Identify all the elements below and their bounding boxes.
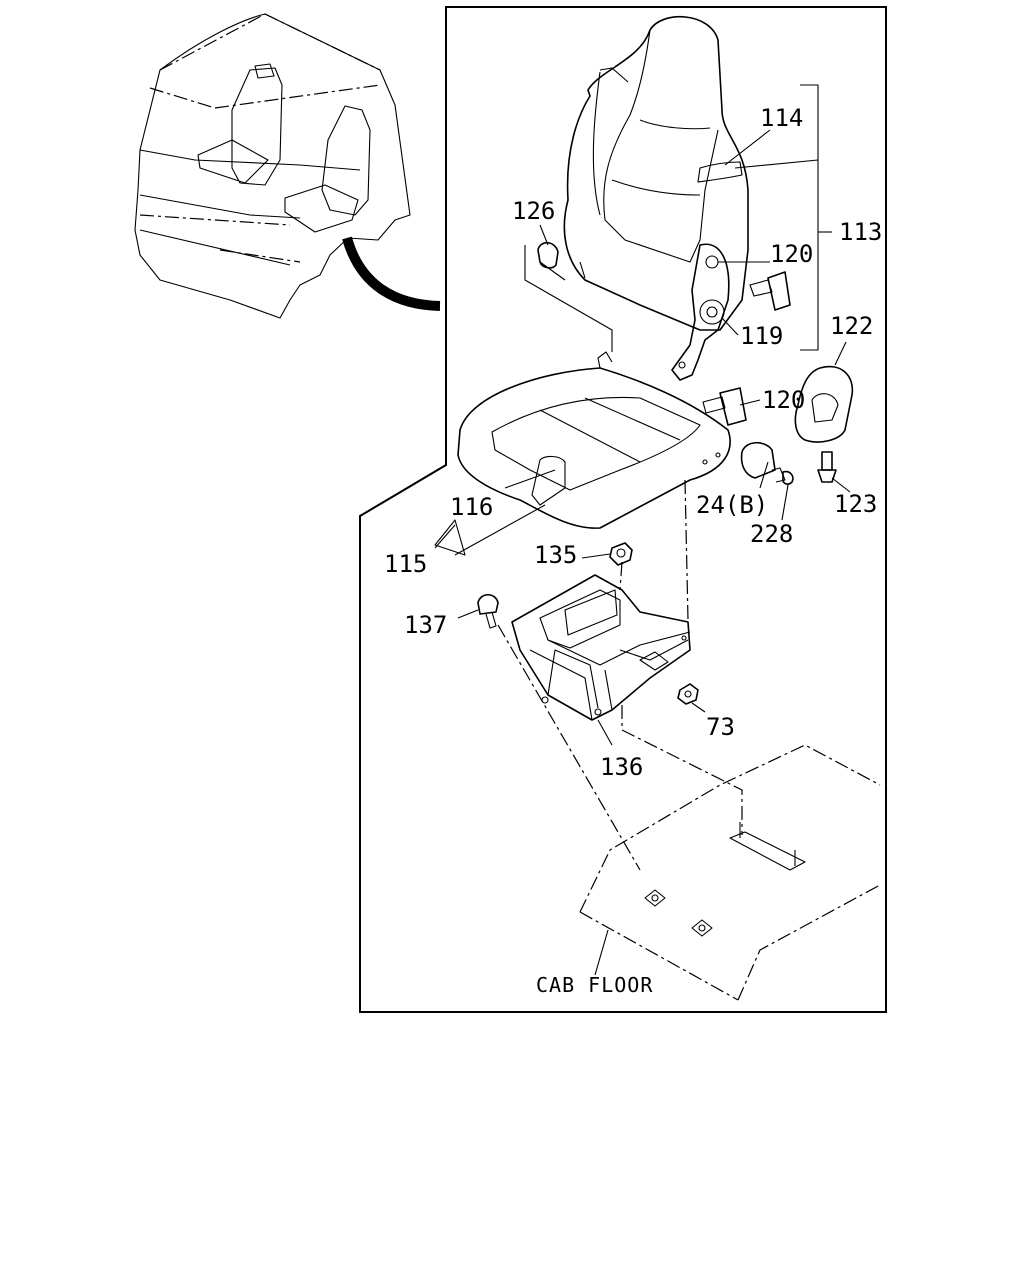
- label-136: 136: [600, 753, 643, 781]
- label-cab-floor: CAB FLOOR: [536, 973, 653, 997]
- bolts-120: [702, 271, 791, 426]
- side-cover: [794, 365, 854, 483]
- nut-73: [677, 683, 699, 705]
- label-120-lower: 120: [762, 386, 805, 414]
- label-114: 114: [760, 104, 803, 132]
- label-123: 123: [834, 490, 877, 518]
- label-116: 116: [450, 493, 493, 521]
- seat-frame: [511, 561, 743, 835]
- label-24b: 24(B): [696, 491, 768, 519]
- location-arrow: [342, 236, 441, 311]
- label-126: 126: [512, 197, 555, 225]
- bracket-113: [734, 84, 832, 351]
- label-119: 119: [740, 322, 783, 350]
- cab-floor: [579, 744, 881, 1001]
- label-73: 73: [706, 713, 735, 741]
- label-120-upper: 120: [770, 240, 813, 268]
- seat-cushion: [457, 351, 731, 621]
- label-228: 228: [750, 520, 793, 548]
- label-115: 115: [384, 550, 427, 578]
- leader-lines: [434, 129, 851, 976]
- bolt-126: [524, 241, 613, 352]
- cab-overview: [134, 13, 441, 319]
- nut-135: [609, 542, 633, 566]
- label-135: 135: [534, 541, 577, 569]
- seat-back: [563, 15, 749, 381]
- label-137: 137: [404, 611, 447, 639]
- label-122: 122: [830, 312, 873, 340]
- bolt-137: [477, 593, 641, 871]
- label-113: 113: [839, 218, 882, 246]
- detail-frame: [359, 6, 887, 1013]
- lever-knob: [740, 441, 794, 485]
